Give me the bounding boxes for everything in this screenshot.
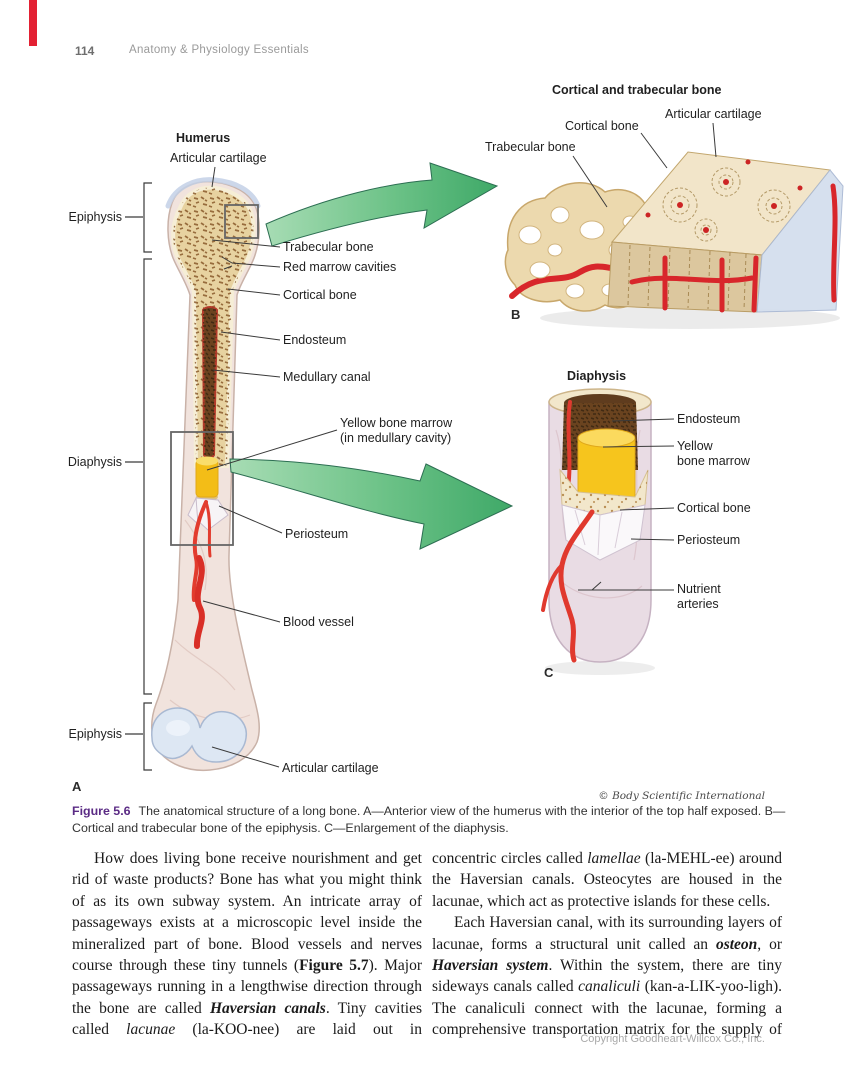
label-endosteum-c: Endosteum [677,412,741,426]
copyright-notice: Copyright Goodheart-Willcox Co., Inc. [580,1033,765,1045]
label-articular-cartilage-b: Articular cartilage [665,107,762,121]
label-cortical-bone-a: Cortical bone [283,288,357,302]
green-arrow-to-b [265,162,499,247]
label-articular-cartilage-top: Articular cartilage [170,151,267,165]
running-head-title: Anatomy & Physiology Essentials [129,44,309,56]
green-arrow-to-c [229,458,514,550]
page-number: 114 [75,44,95,58]
label-trabecular-bone-b: Trabecular bone [485,140,576,154]
label-yellow-bone-marrow-c: Yellow bone marrow [677,439,750,468]
leader-lines [202,122,717,768]
label-yellow-bone-marrow-a: Yellow bone marrow (in medullary cavity) [340,416,453,445]
figure-caption-number: Figure 5.6 [72,804,131,818]
page-edge-tab [29,0,37,46]
humerus-illustration [151,177,261,772]
figure-5-6-illustration [125,122,844,772]
panel-c-title: Diaphysis [567,369,627,383]
humerus-title: Humerus [176,131,231,145]
label-medullary-canal: Medullary canal [283,370,371,384]
panel-a-marker: A [72,779,82,794]
panel-b-title: Cortical and trabecular bone [552,83,722,97]
label-periosteum-c: Periosteum [677,533,741,547]
illustration-credit: © Body Scientific International [598,790,765,802]
panel-c-illustration [541,388,655,675]
label-blood-vessel: Blood vessel [283,615,354,629]
label-nutrient-arteries: Nutrient arteries [677,582,721,611]
body-text-right-column: concentric circles called lamellae (la-M… [432,850,783,1039]
label-endosteum-a: Endosteum [283,333,347,347]
label-cortical-bone-c: Cortical bone [677,501,751,515]
label-epiphysis-top: Epiphysis [68,210,123,224]
label-red-marrow-cavities: Red marrow cavities [283,260,397,274]
label-epiphysis-bottom: Epiphysis [68,727,123,741]
label-articular-cartilage-bottom: Articular cartilage [282,761,379,775]
label-periosteum-a: Periosteum [285,527,349,541]
panel-b-marker: B [511,307,521,322]
panel-c-marker: C [544,665,554,680]
label-cortical-bone-b: Cortical bone [565,119,639,133]
body-text-left-column: How does living bone receive nourishment… [72,850,422,1039]
figure-caption-text: The anatomical structure of a long bone.… [72,804,786,835]
label-trabecular-bone: Trabecular bone [283,240,374,254]
callout-boxes [170,204,259,546]
label-diaphysis: Diaphysis [67,455,122,469]
panel-b-illustration [504,151,844,329]
epiphysis-diaphysis-brackets [125,182,152,771]
